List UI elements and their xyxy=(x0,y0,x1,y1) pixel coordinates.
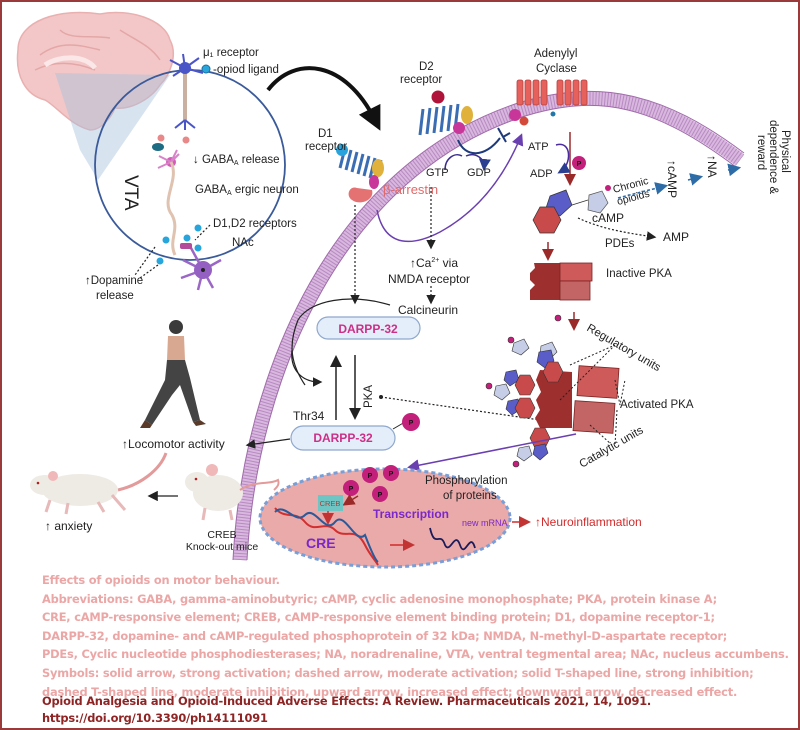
locomotor-label: ↑Locomotor activity xyxy=(122,437,225,451)
camp-label: cAMP xyxy=(592,211,624,225)
caption-line: dashed T-shaped line, moderate inhibitio… xyxy=(42,684,738,699)
creb-mice-label-1: CREB xyxy=(207,529,236,541)
d2-label-1: D2 xyxy=(419,61,434,73)
inactive-pka-label: Inactive PKA xyxy=(606,268,672,280)
physical-label-1: Physical xyxy=(779,130,791,173)
opioid-ligand-icon xyxy=(201,64,211,74)
svg-text:P: P xyxy=(409,420,414,427)
phosphorylation-label-2: of proteins xyxy=(443,490,497,502)
transcription-label: Transcription xyxy=(373,507,449,521)
caption-line: DARPP-32, dopamine- and cAMP-regulated p… xyxy=(42,628,728,643)
svg-text:P: P xyxy=(577,161,582,168)
svg-text:P: P xyxy=(378,492,383,499)
nac-label: NAc xyxy=(232,237,254,249)
mrna-strand xyxy=(429,527,476,551)
dna-helix xyxy=(274,507,379,566)
dopamine-release-label-1: ↑Dopamine xyxy=(85,275,143,287)
d2-label-2: receptor xyxy=(400,74,442,86)
gaba-neuron-label: GABAA ergic neuron xyxy=(195,184,299,197)
physical-label-3: reward xyxy=(755,135,767,170)
camp-molecule xyxy=(532,185,611,234)
caption-line: Abbreviations: GABA, gamma-aminobutyric;… xyxy=(42,591,717,606)
inactive-pka xyxy=(530,262,593,301)
nac-neuron xyxy=(156,224,222,291)
cell-membrane xyxy=(232,90,745,561)
svg-text:P: P xyxy=(389,471,394,478)
calcineurin-label: Calcineurin xyxy=(398,303,458,317)
rat-anxiety-icon xyxy=(30,471,127,515)
thr34-label: Thr34 xyxy=(293,409,325,423)
d1-receptor xyxy=(336,144,384,189)
phosphate-darpp-icon xyxy=(402,413,420,431)
gtp-label: GTP xyxy=(426,167,449,179)
na-up-label: ↑NA xyxy=(705,155,719,178)
mu-receptor-label: μ₁ receptor xyxy=(203,47,259,59)
neuroinflammation-label: ↑Neuroinflammation xyxy=(535,515,642,529)
new-mrna-label: new mRNA xyxy=(462,518,508,528)
reference: Opioid Analgesia and Opioid-Induced Adve… xyxy=(42,693,651,727)
caption-line: Symbols: solid arrow, strong activation;… xyxy=(42,665,754,680)
svg-text:P: P xyxy=(349,486,354,493)
big-curved-arrow xyxy=(266,66,381,131)
mu-opioid-neuron xyxy=(169,53,211,130)
creb-mice-label-2: Knock-out mice xyxy=(186,541,259,553)
figure-caption: Effects of opioids on motor behaviour. A… xyxy=(42,571,789,701)
pka-to-nucleus-arrow xyxy=(407,433,577,472)
walking-person-icon xyxy=(140,320,206,428)
caption-line: CRE, cAMP-responsive element; CREB, cAMP… xyxy=(42,610,715,625)
gaba-release-label: ↓ GABAA release xyxy=(193,154,280,167)
camp-up-label: ↑cAMP xyxy=(665,160,679,198)
beta-arrestin-label: β-arrestin xyxy=(383,182,438,197)
vta-label: VTA xyxy=(120,175,141,211)
darpp32-bottom-label: DARPP-32 xyxy=(313,431,373,445)
creb-box-label: CREB xyxy=(320,499,341,508)
ca-label: ↑Ca2+ via xyxy=(410,256,458,270)
adp-label: ADP xyxy=(530,168,553,180)
cre-label: CRE xyxy=(306,535,336,551)
physical-label-2: dependence & xyxy=(767,120,779,195)
caption-line-title: Effects of opioids on motor behaviour. xyxy=(42,573,280,587)
amp-label: AMP xyxy=(663,230,689,244)
pdes-label: PDEs xyxy=(605,238,635,250)
phosphate-icon xyxy=(572,156,586,170)
inhibition-t-bar xyxy=(497,127,507,143)
adenylyl-label-2: Cyclase xyxy=(536,63,577,75)
gdp-label: GDP xyxy=(467,167,491,179)
creb-box xyxy=(318,495,343,511)
d1d2-receptors-label: D1,D2 receptors xyxy=(213,218,297,230)
nmda-label: NMDA receptor xyxy=(388,272,470,286)
atp-label: ATP xyxy=(528,141,549,153)
darpp32-top-label: DARPP-32 xyxy=(338,322,398,336)
creb-knockout-mouse-icon xyxy=(185,464,280,521)
purple-activation-arrow xyxy=(376,133,524,243)
activated-pka xyxy=(485,314,620,468)
d2-receptor xyxy=(418,90,473,136)
adenylyl-cyclase xyxy=(509,79,588,126)
opioid-ligand-label: -opiod ligand xyxy=(213,64,279,76)
phosphorylation-label-1: Phosphorylation xyxy=(425,475,507,487)
reference-doi-link[interactable]: https://doi.org/10.3390/ph14111091 xyxy=(42,711,268,725)
beta-arrestin-icon xyxy=(348,187,373,203)
d1-label-1: D1 xyxy=(318,128,333,140)
svg-text:P: P xyxy=(368,473,373,480)
adenylyl-label-1: Adenylyl xyxy=(534,48,577,60)
darpp32-top-pill xyxy=(316,316,421,340)
zoom-wedge xyxy=(55,73,170,180)
dopamine-release-label-2: release xyxy=(96,290,134,302)
brain-illustration xyxy=(16,11,174,180)
phosphate-cluster xyxy=(343,465,399,502)
reference-citation: Opioid Analgesia and Opioid-Induced Adve… xyxy=(42,694,652,708)
activated-pka-label: Activated PKA xyxy=(620,399,694,411)
caption-line: PDEs, Cyclic nucleotide phosphodiesteras… xyxy=(42,647,789,662)
gaba-neuron xyxy=(152,134,190,256)
pka-side-label: PKA xyxy=(363,385,375,408)
darpp32-bottom-pill xyxy=(290,425,396,451)
anxiety-label: ↑ anxiety xyxy=(45,519,92,533)
d1-label-2: receptor xyxy=(305,141,347,153)
